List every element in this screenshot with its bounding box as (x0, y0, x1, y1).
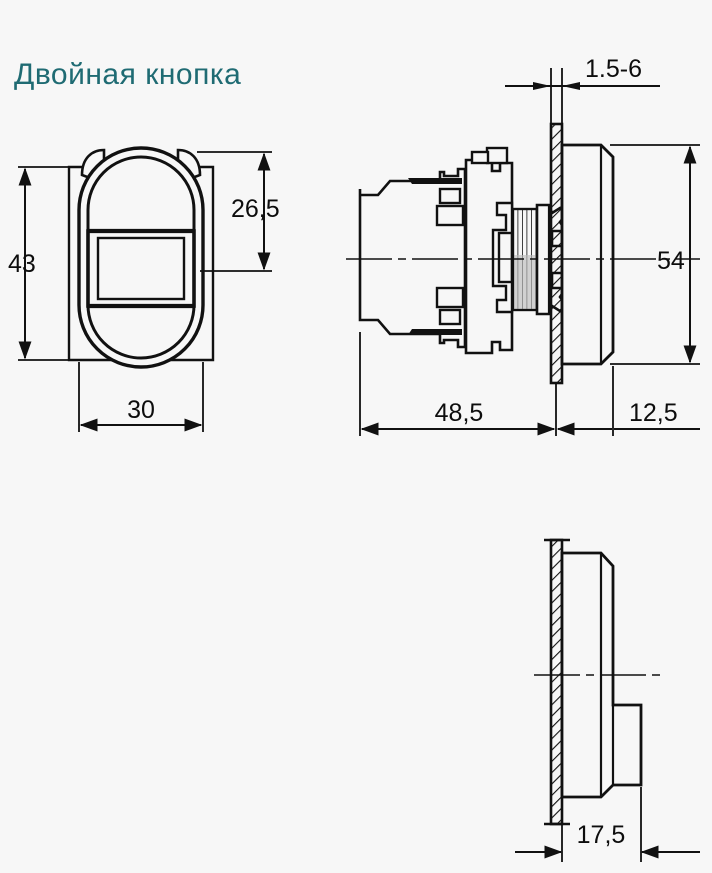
dimension-height-265: 26,5 (197, 151, 280, 272)
front-view-group: 43 26,5 30 (8, 146, 280, 432)
collar-top-lug (470, 146, 509, 165)
dimension-label-43: 43 (8, 250, 36, 278)
dimension-height-43: 43 (8, 166, 82, 361)
page-title: Двойная кнопка (14, 58, 242, 91)
dimension-panel-thickness: 1.5-6 (505, 55, 660, 130)
plunger-assembly (491, 201, 514, 314)
dimension-depth-175: 17,5 (515, 787, 700, 862)
front-view-label-window (86, 228, 196, 309)
button-head (560, 143, 615, 366)
mounting-panel (549, 122, 564, 385)
dimension-label-panel-thickness: 1.5-6 (585, 55, 642, 83)
dimension-label-175: 17,5 (577, 821, 626, 849)
side-section-view-group: 1.5-6 54 48,5 12,5 (346, 55, 700, 436)
dimension-width-30: 30 (78, 362, 204, 432)
dimension-depth-125: 12,5 (556, 366, 700, 436)
dimension-label-125: 12,5 (629, 399, 678, 427)
dimension-label-485: 48,5 (435, 399, 484, 427)
latch-arms (408, 178, 462, 335)
terminal-stubs (435, 187, 465, 326)
dimension-height-54: 54 (610, 144, 700, 365)
dimension-label-30: 30 (127, 396, 155, 424)
dimension-label-265: 26,5 (231, 195, 280, 223)
bottom-detail-view-group: 17,5 (515, 538, 700, 862)
dimension-label-54: 54 (657, 247, 685, 275)
dimension-depth-485: 48,5 (359, 332, 557, 436)
